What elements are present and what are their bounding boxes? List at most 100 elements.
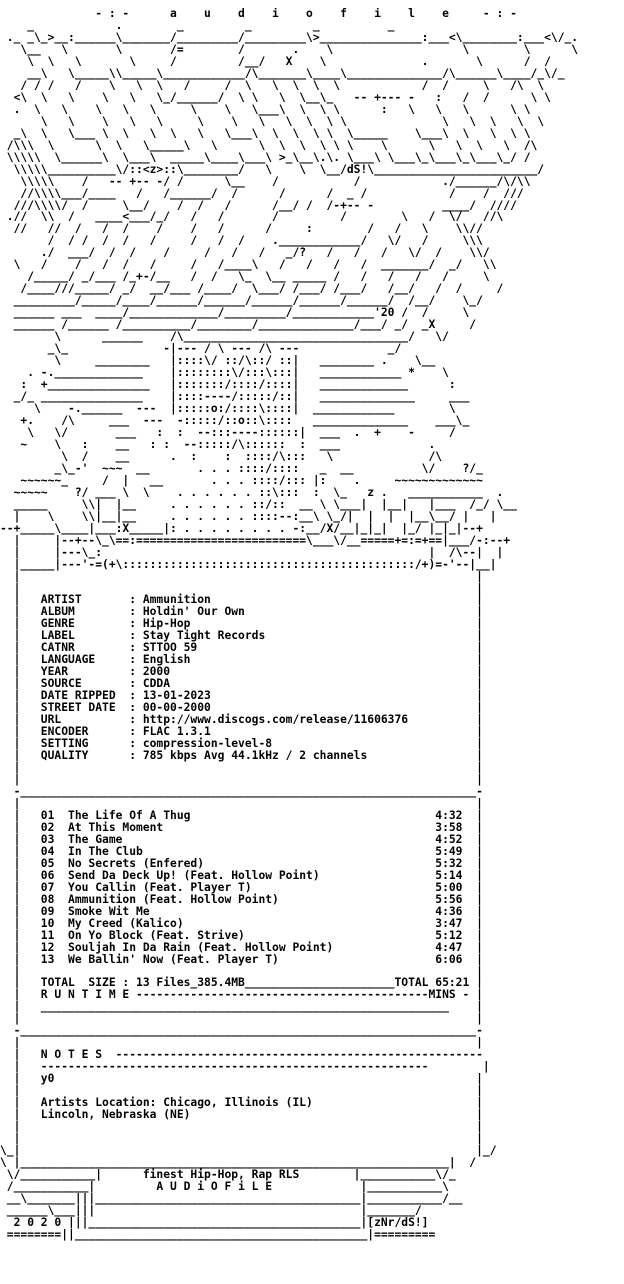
nfo-line: \\\\\ \______\ \___\ _____\____\___\ >_\… [0, 150, 531, 164]
nfo-line: _________/_____/____/______/______/_____… [0, 294, 483, 308]
nfo-line: | ______________________________________… [0, 1000, 483, 1014]
nfo-line: /_____/ _/___ /_+-/__ / / \_ \__ _____ /… [0, 270, 490, 284]
nfo-line: | LABEL : Stay Tight Records | [0, 629, 483, 643]
nfo-line: \ / / / / / / /____\ / / / / _______/ _/… [0, 258, 497, 272]
nfo-line: | QUALITY : 785 kbps Avg 44.1kHz / 2 cha… [0, 749, 483, 763]
nfo-line: ______ /______ /__________/________/____… [0, 318, 477, 332]
nfo-line: ______\___||| |_______/ [0, 1203, 422, 1217]
nfo-line: | 10 My Creed (Kalico) 3:47 | [0, 916, 483, 930]
nfo-line: | | [0, 1120, 483, 1134]
nfo-line: | 11 On Yo Block (Feat. Strive) 5:12 | [0, 928, 483, 942]
nfo-line: | \ \\|__|__ . . . . . . ::::--:__\ \_/|… [0, 509, 497, 523]
nfo-line: +. /\ ___ --- -:::::/::o::\:::: ________… [0, 413, 470, 427]
nfo-line: / / / / \ \ \ / / \ \ \ \ \ / / \ /\ \ [0, 78, 545, 92]
nfo-line: | 06 Send Da Deck Up! (Feat. Hollow Poin… [0, 868, 483, 882]
nfo-line: /____///_____/ _/ __/___ /____/ \___/ /_… [0, 282, 504, 296]
nfo-line: | 03 The Game 4:52 | [0, 832, 483, 846]
nfo-line: : +_______________ |:::::::/::::/::::| _… [0, 378, 456, 392]
nfo-line: | SOURCE : CDDA | [0, 677, 483, 691]
nfo-line: 2 0 2 0 |||_____________________________… [0, 1215, 429, 1229]
nfo-line: | | [0, 1012, 483, 1026]
nfo-line: | 04 In The Club 5:49 | [0, 844, 483, 858]
nfo-line: <\ \ \ \ \ \_/______/ \ \ \ \__\_ -- +--… [0, 90, 551, 104]
nfo-line: \\\\\ / -- +-- -/ / \__ / / ./______/\/\… [0, 174, 531, 188]
nfo-line: | CATNR : STTOO 59 | [0, 641, 483, 655]
nfo-line: //\\\\___/____ / /______/ / / / _ / / / … [0, 186, 524, 200]
nfo-line: | SETTING : compression-level-8 | [0, 737, 483, 751]
nfo-line: \ |_____________________________________… [0, 1156, 477, 1169]
nfo-line: -_______________________________________… [0, 1024, 483, 1038]
nfo-ascii-art: - : - a u d i o f i l e - : - _ . _ _ _ … [0, 8, 624, 1276]
nfo-line: . -._____________ |::::::::\/:::\:::| __… [0, 366, 449, 380]
nfo-line: ./ ___/ / / / / / / _/? / / / \/ / \\/ [0, 246, 490, 260]
nfo-line: | GENRE : Hip-Hop | [0, 617, 483, 631]
nfo-line: | | [0, 569, 483, 583]
nfo-line: | | [0, 796, 483, 810]
nfo-line: __\ \_____\\_____\____________/\_______\… [0, 66, 565, 80]
nfo-line: | 08 Ammunition (Feat. Hollow Point) 5:5… [0, 892, 483, 906]
nfo-line: ._ _\_>__:______\_______/_________/_____… [0, 30, 579, 44]
nfo-line: | Artists Location: Chicago, Illinois (I… [0, 1096, 483, 1110]
nfo-line: _\_ -|--- / \ --- /\ --- _/ [0, 342, 402, 356]
nfo-line: \ / __ . : : ::::/\::: \ /\ [0, 449, 443, 463]
nfo-line: ______ ___ ____/_____________/_________/… [0, 306, 470, 320]
nfo-line: .// \\ / ____<___/_/ / / / / \ / \/ //\ [0, 210, 504, 224]
nfo-line: | y0 | [0, 1072, 483, 1086]
nfo-line: \ \/ ___ : : --:::----::::::| ___ . + - … [0, 425, 456, 439]
nfo-line: | |---\_: | /\--| | [0, 545, 504, 559]
nfo-line: ~ \ : __ : : --:::::/\:::::: : ___ . [0, 437, 436, 451]
nfo-line: | TOTAL SIZE : 13 Files_385.4MB_________… [0, 976, 483, 990]
nfo-line: | |--+--\_\==:=========================\… [0, 533, 511, 547]
nfo-line: _\ \ \___ \ \ \ \ \ \___\ \ \ \ \ \_____… [0, 126, 531, 140]
nfo-line: _/_ _______________ |::::----/:::::/::| … [0, 390, 470, 403]
nfo-line: / / / / / / / / / .____________/ \/ / \\… [0, 234, 483, 248]
nfo-line: \\\\\__________\/::<z>::\________/ \ \ \… [0, 162, 545, 176]
nfo-line: | 02 At This Moment 3:58 | [0, 820, 483, 834]
nfo-line: \ \ \ \ / /__/ X \ . \ / / [0, 54, 551, 68]
nfo-line: | R U N T I M E ------------------------… [0, 988, 483, 1002]
nfo-line: | 07 You Callin (Feat. Player T) 5:00 | [0, 880, 483, 894]
nfo-line: \ -.______ --- |:::::o:/::::\::::| _____… [0, 401, 456, 415]
nfo-line: ~~~~~~_ / | __ . . . ::::/::: |: . ~~~~~… [0, 473, 483, 487]
nfo-line: | | [0, 1084, 483, 1098]
nfo-line: | --------------------------------------… [0, 1060, 490, 1074]
nfo-line: | STREET DATE : 00-00-2000 | [0, 701, 483, 715]
nfo-line: ///\\\\/ / \__/ / / / /__/ / /-+-- - ___… [0, 198, 517, 212]
nfo-line: | URL : http://www.discogs.com/release/1… [0, 713, 483, 727]
nfo-line: | ALBUM : Holdin' Our Own | [0, 605, 483, 619]
nfo-line: _____ \\| |__ . . . . . . ::/:: __ \ \__… [0, 497, 517, 511]
nfo-line: __\_______|||___________________________… [0, 1191, 463, 1205]
nfo-line: | | [0, 1036, 483, 1050]
nfo-line: \/___________| finest Hip-Hop, Rap RLS |… [0, 1167, 456, 1181]
nfo-line: | YEAR : 2000 | [0, 665, 483, 679]
nfo-line: | | [0, 581, 483, 595]
nfo-line: | 09 Smoke Wit Me 4:36 | [0, 904, 483, 918]
nfo-line: | 05 No Secrets (Enfered) 5:32 | [0, 856, 483, 870]
nfo-line: | Lincoln, Nebraska (NE) | [0, 1108, 483, 1122]
nfo-line: | 13 We Ballin' Now (Feat. Player T) 6:0… [0, 952, 483, 966]
nfo-line: | | [0, 964, 483, 978]
nfo-line: _ . _ _ _ _ [0, 18, 395, 32]
nfo-line: | DATE RIPPED : 13-01-2023 | [0, 689, 483, 703]
nfo-line: | ENCODER : FLAC 1.3.1 | [0, 725, 483, 739]
nfo-line: \ ________ |::::\/ ::/\::/ ::| ________ … [0, 354, 436, 368]
nfo-line: \ \ \ \ \ \ \ \ \ \ \ \ \ \ \ \ \ [0, 114, 545, 128]
nfo-line: | LANGUAGE : English | [0, 653, 483, 667]
nfo-line: | N O T E S ----------------------------… [0, 1048, 483, 1062]
nfo-line: /___________| A U D i O F i L E |_______… [0, 1179, 449, 1193]
nfo-line: \__ \ \ /= / . \ \ \ \ [0, 42, 579, 56]
nfo-line: ========||______________________________… [0, 1227, 436, 1241]
nfo-line: |_____|---'-=(+\::::::::::::::::::::::::… [0, 557, 497, 571]
nfo-line: . \ \ \ \ \ \ \ \___\ \ \ \ : \ \ \ \ \ [0, 102, 531, 116]
nfo-line: | | [0, 773, 483, 786]
nfo-line: \_| |_/ [0, 1144, 497, 1158]
nfo-line: _\_-' ~~~ __ . . . ::::/:::: _ __ \/ ?/_ [0, 461, 483, 475]
nfo-line: -_______________________________________… [0, 784, 483, 798]
nfo-line: | 01 The Life Of A Thug 4:32 | [0, 808, 483, 822]
nfo-line: --+_____\____|___:X_____|: . . . . . . .… [0, 521, 483, 535]
nfo-line: \ ______ /\_____________________________… [0, 330, 449, 344]
nfo-line: - : - a u d i o f i l e - : - [0, 8, 517, 20]
nfo-line: | | [0, 1132, 483, 1146]
nfo-line: | | [0, 761, 483, 775]
nfo-line: | ARTIST : Ammunition | [0, 593, 483, 607]
